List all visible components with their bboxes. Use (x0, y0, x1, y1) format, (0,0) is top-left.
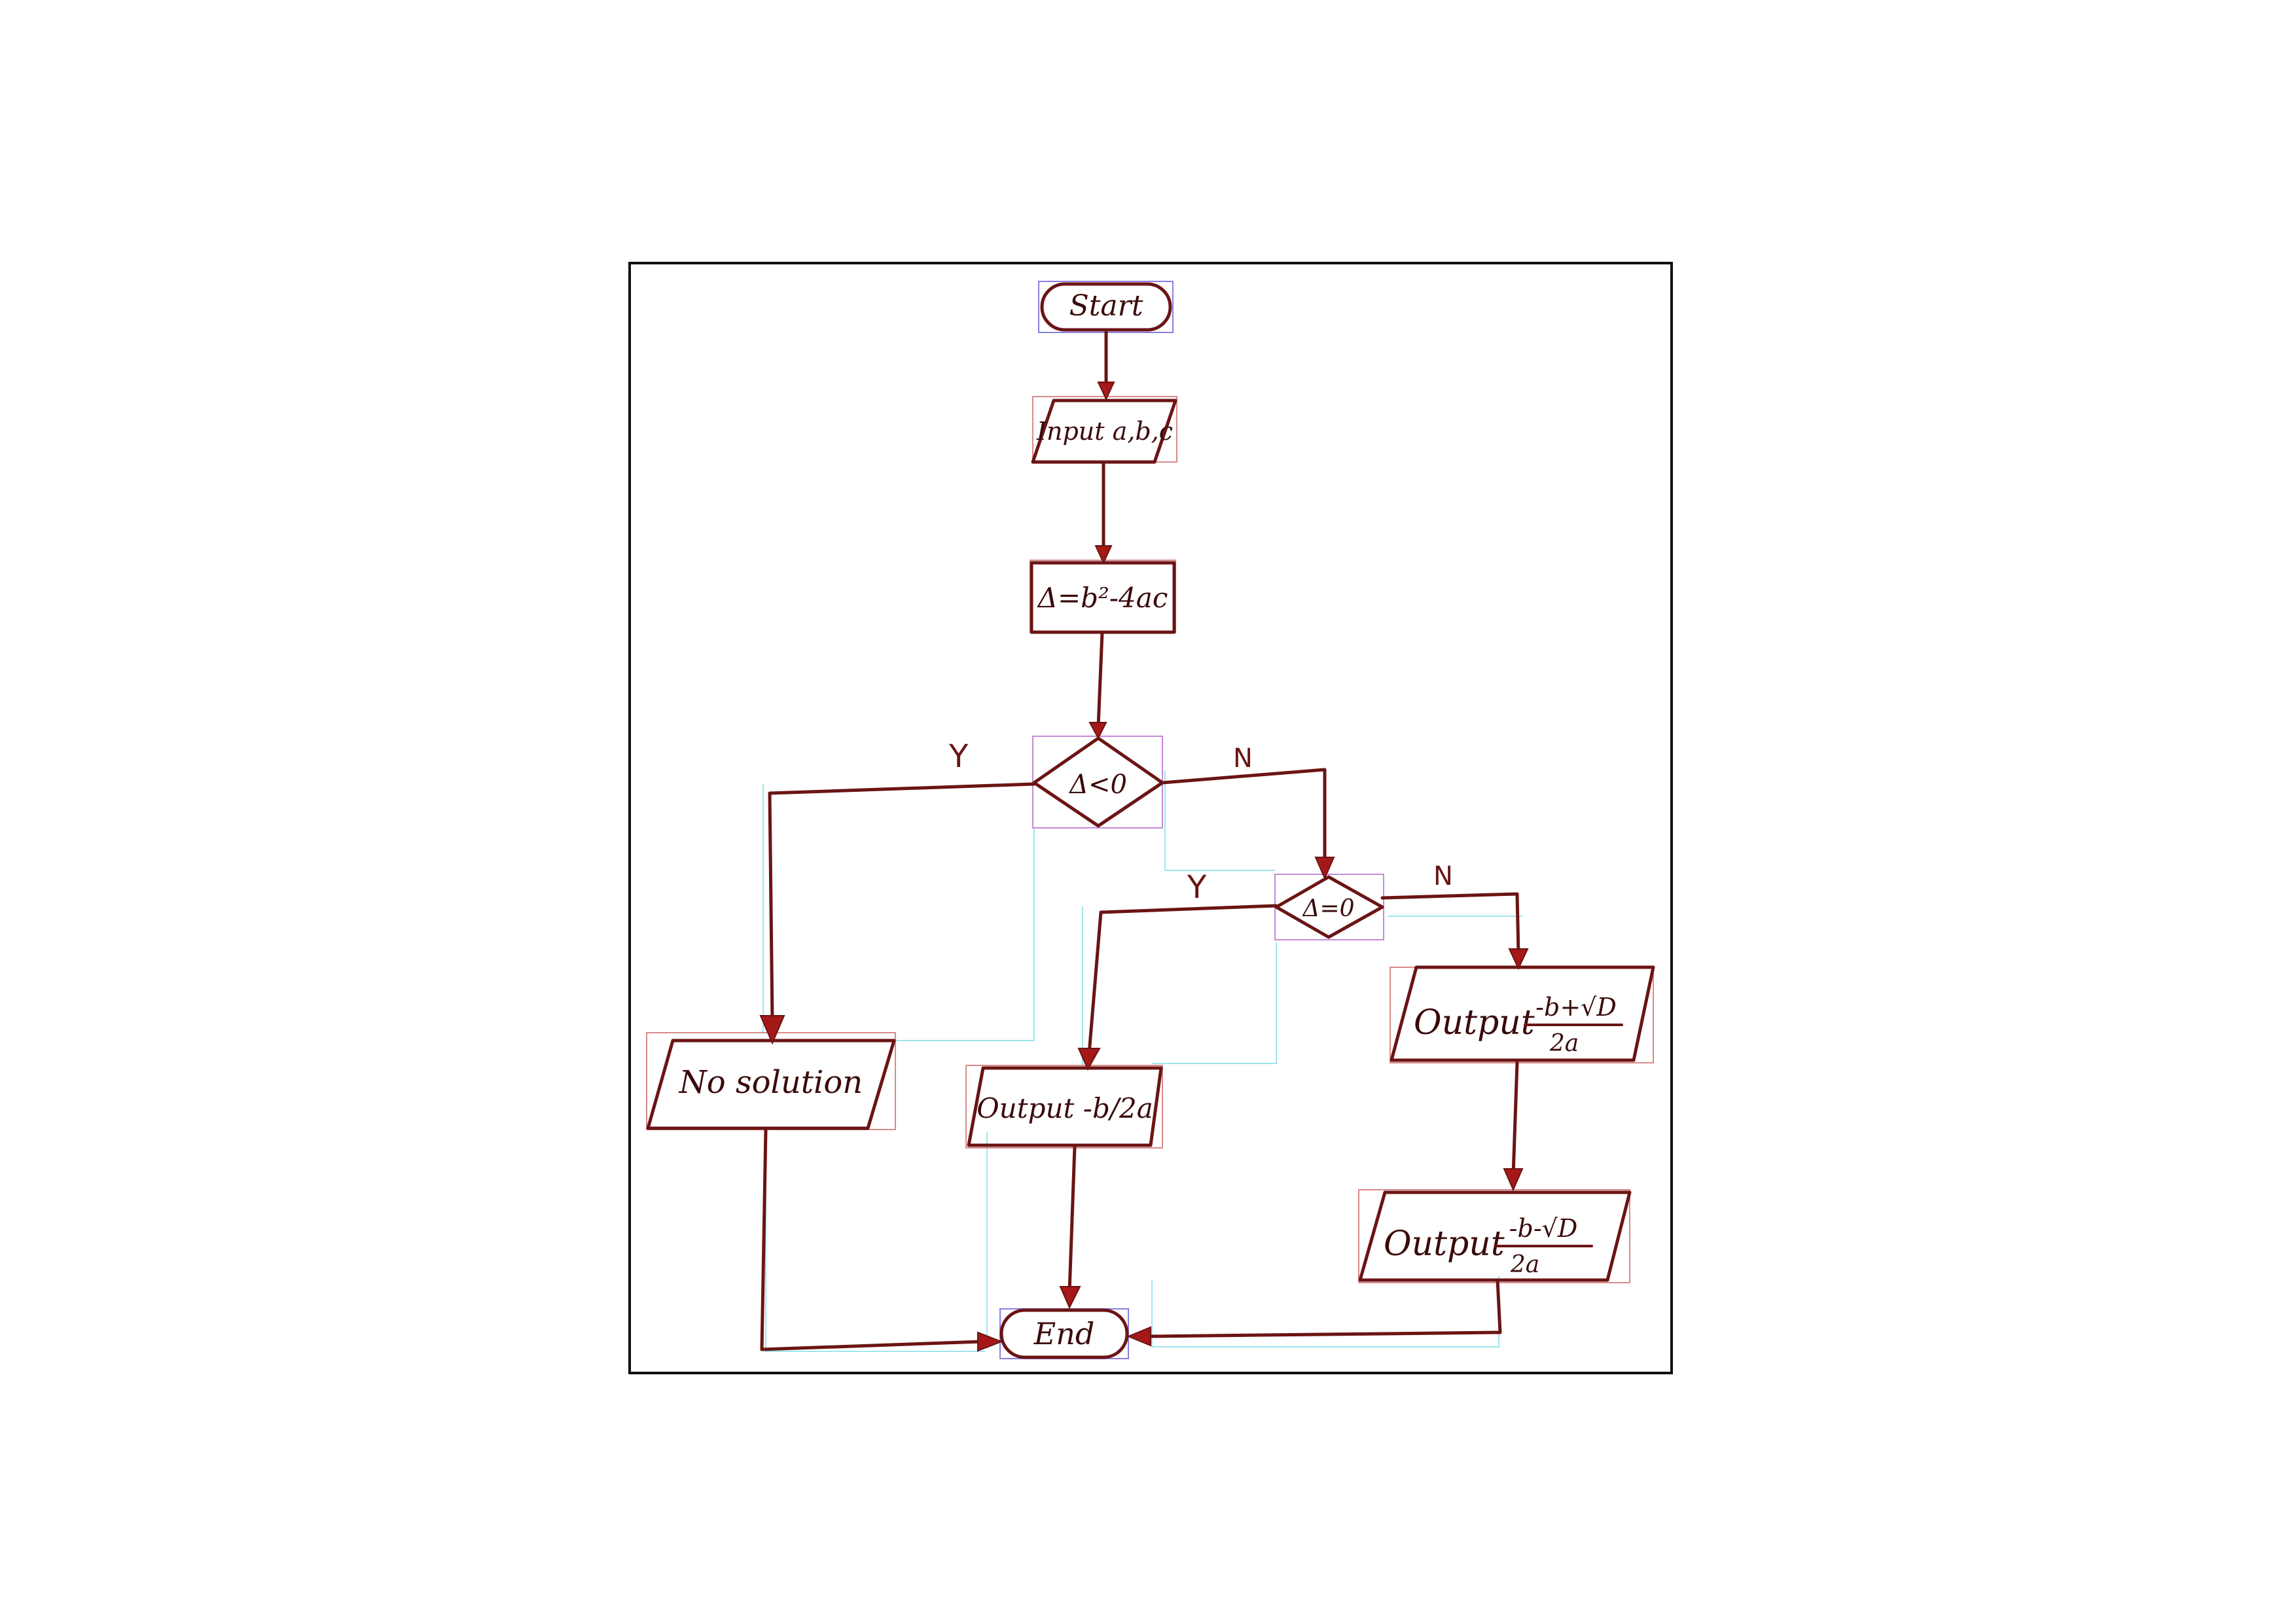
no-solution-node: No solution (646, 1032, 896, 1130)
arrowhead-delta (1094, 545, 1113, 565)
decision-eq-zero: Δ=0 (1274, 874, 1384, 940)
output-root2-node: Output -b-√D 2a (1358, 1189, 1632, 1283)
arrowhead-input (1097, 382, 1115, 401)
edge-delta-decision (1096, 630, 1104, 728)
start-label: Start (1069, 289, 1143, 323)
arrowhead-end-right (1126, 1326, 1151, 1347)
edge-lt-yes (768, 782, 1036, 1023)
edge-label-lt-no: N (1233, 743, 1253, 774)
delta-node: Δ=b²-4ac (1030, 560, 1176, 634)
input-node: Input a,b,c (1031, 396, 1177, 464)
arrowhead-end-top (1059, 1286, 1081, 1310)
output-single-root-label: Output -b/2a (977, 1092, 1153, 1124)
decision-eq-zero-label: Δ=0 (1301, 895, 1354, 922)
output-root1-denominator: 2a (1549, 1030, 1579, 1057)
edge-root2-end (1145, 1278, 1502, 1338)
output-root1-prefix: Output (1414, 1003, 1535, 1043)
arrowhead-no-solution (759, 1015, 785, 1045)
start-node: Start (1038, 281, 1174, 333)
delta-label: Δ=b²-4ac (1037, 582, 1168, 614)
input-label: Input a,b,c (1036, 417, 1173, 446)
arrowhead-decision-eq (1314, 857, 1335, 880)
edge-eq-no (1380, 892, 1520, 956)
output-root1-numerator: -b+√D (1535, 993, 1617, 1022)
decision-lt-zero: Δ<0 (1032, 736, 1164, 829)
output-single-root-node: Output -b/2a (965, 1065, 1163, 1149)
decision-lt-zero-label: Δ<0 (1068, 770, 1127, 800)
edge-single-end (1067, 1145, 1077, 1294)
output-root2-prefix: Output (1384, 1224, 1505, 1264)
output-root2-numerator: -b-√D (1509, 1214, 1578, 1243)
edges (759, 330, 1529, 1352)
guide-lines (762, 771, 1522, 1352)
edge-label-eq-yes: Y (1187, 869, 1207, 906)
no-solution-label: No solution (679, 1064, 863, 1101)
output-root1-node: Output -b+√D 2a (1390, 965, 1655, 1063)
end-node: End (999, 1308, 1129, 1359)
diagram-frame (628, 262, 1673, 1374)
arrowhead-output-root1 (1508, 948, 1529, 971)
arrowhead-end-left (977, 1331, 1003, 1352)
edge-label-lt-yes: Y (948, 738, 969, 775)
edge-no-solution-end (760, 1128, 984, 1351)
edge-root1-root2 (1511, 1061, 1519, 1177)
edge-label-eq-no: N (1433, 861, 1453, 891)
end-label: End (1033, 1316, 1095, 1351)
arrowhead-output-single (1077, 1048, 1101, 1071)
arrowhead-decision-lt (1088, 722, 1107, 740)
output-root2-denominator: 2a (1510, 1251, 1539, 1278)
arrowhead-output-root2 (1503, 1168, 1524, 1192)
edge-eq-yes (1087, 904, 1278, 1056)
edge-lt-no (1160, 768, 1327, 866)
